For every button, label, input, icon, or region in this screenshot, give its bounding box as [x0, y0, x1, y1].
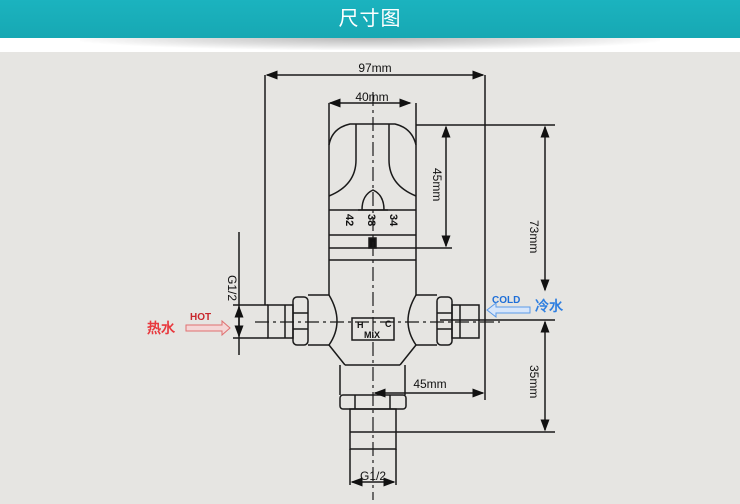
- cold-label-en: COLD: [492, 295, 520, 306]
- cold-arrow-icon: [486, 301, 531, 319]
- scale-mark-38: 38: [365, 214, 377, 226]
- hot-label-en: HOT: [190, 312, 211, 323]
- hot-inlet-indicator: 热水 HOT: [147, 312, 231, 337]
- valve-dimension-drawing: 97mm 40mm 45mm 73mm 35mm 45mm G1/2 G1/2 …: [147, 61, 564, 500]
- label-h: H: [357, 320, 364, 330]
- hot-label-cn: 热水: [147, 320, 176, 336]
- dim-outlet-offset: 45mm: [413, 377, 446, 391]
- header-bar: 尺寸图: [0, 0, 740, 38]
- cold-label-cn: 冷水: [535, 298, 564, 314]
- dim-side-thread: G1/2: [225, 275, 239, 301]
- dim-lower-height: 35mm: [527, 365, 541, 398]
- cold-inlet-indicator: COLD 冷水: [486, 295, 564, 319]
- label-mix: MIX: [364, 330, 380, 340]
- dim-bottom-thread: G1/2: [360, 469, 386, 483]
- diagram-canvas: 97mm 40mm 45mm 73mm 35mm 45mm G1/2 G1/2 …: [0, 52, 740, 500]
- dim-overall-width: 97mm: [358, 61, 391, 75]
- scale-mark-42: 42: [343, 214, 355, 226]
- header-shadow: [80, 38, 660, 50]
- dim-handle-height: 45mm: [430, 168, 444, 201]
- dim-handle-width: 40mm: [355, 90, 388, 104]
- scale-mark-34: 34: [387, 214, 399, 227]
- header-underline: [0, 38, 740, 52]
- hot-arrow-icon: [185, 319, 231, 337]
- page-title: 尺寸图: [338, 6, 402, 30]
- label-c: C: [385, 319, 392, 329]
- dim-upper-height: 73mm: [527, 220, 541, 253]
